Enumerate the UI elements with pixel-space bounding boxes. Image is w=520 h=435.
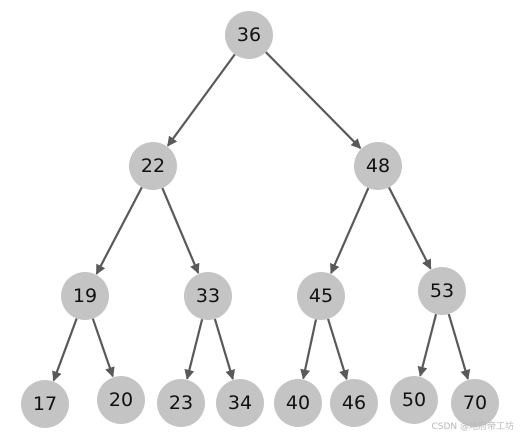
node-label: 45 (309, 285, 333, 307)
node-circle (330, 379, 378, 427)
tree-node-17: 17 (21, 380, 69, 428)
edge-arrow-36-to-22 (166, 53, 236, 147)
node-label: 50 (402, 389, 426, 411)
edge-arrow-45-to-46 (327, 318, 349, 381)
edge-arrow-53-to-70 (447, 313, 471, 380)
node-label: 70 (463, 392, 487, 414)
node-label: 33 (196, 285, 220, 307)
node-circle (354, 142, 402, 190)
node-label: 22 (141, 155, 165, 177)
tree-node-36: 36 (225, 11, 273, 59)
tree-node-33: 33 (184, 272, 232, 320)
node-circle (451, 379, 499, 427)
edge-arrow-22-to-19 (95, 186, 143, 275)
tree-node-48: 48 (354, 142, 402, 190)
edge-arrow-19-to-17 (52, 318, 78, 382)
node-circle (225, 11, 273, 59)
node-circle (97, 376, 145, 424)
node-label: 20 (109, 389, 133, 411)
tree-node-22: 22 (129, 142, 177, 190)
edge-arrow-33-to-34 (213, 318, 236, 381)
node-circle (21, 380, 69, 428)
tree-node-70: 70 (451, 379, 499, 427)
edge-arrow-53-to-50 (417, 313, 438, 377)
node-circle (184, 272, 232, 320)
node-circle (129, 142, 177, 190)
tree-node-20: 20 (97, 376, 145, 424)
tree-node-45: 45 (297, 272, 345, 320)
tree-node-23: 23 (157, 379, 205, 427)
edge-arrow-48-to-45 (330, 187, 370, 275)
node-circle (274, 379, 322, 427)
node-label: 40 (286, 392, 310, 414)
node-label: 34 (228, 392, 252, 414)
tree-node-34: 34 (216, 379, 264, 427)
node-label: 17 (33, 393, 57, 415)
edges-layer (52, 51, 471, 382)
node-label: 36 (237, 24, 261, 46)
edge-arrow-19-to-20 (91, 318, 115, 378)
nodes-layer: 36 22 48 19 33 45 53 17 20 23 34 40 46 50 70 (21, 11, 499, 428)
edge-arrow-33-to-23 (184, 319, 204, 380)
edge-arrow-22-to-33 (161, 187, 200, 274)
edge-arrow-48-to-53 (387, 186, 432, 270)
edge-arrow-36-to-48 (265, 51, 362, 149)
node-circle (390, 376, 438, 424)
tree-node-19: 19 (61, 272, 109, 320)
tree-node-50: 50 (390, 376, 438, 424)
node-circle (61, 272, 109, 320)
node-circle (216, 379, 264, 427)
watermark-text: CSDN @地府帝工坊 (431, 422, 514, 432)
node-label: 48 (366, 155, 390, 177)
node-label: 23 (169, 392, 193, 414)
edge-arrow-45-to-40 (300, 319, 318, 380)
node-label: 46 (342, 392, 366, 414)
tree-node-40: 40 (274, 379, 322, 427)
node-label: 19 (73, 285, 97, 307)
tree-node-46: 46 (330, 379, 378, 427)
node-circle (418, 267, 466, 315)
node-circle (297, 272, 345, 320)
node-label: 53 (430, 280, 454, 302)
node-circle (157, 379, 205, 427)
tree-node-53: 53 (418, 267, 466, 315)
